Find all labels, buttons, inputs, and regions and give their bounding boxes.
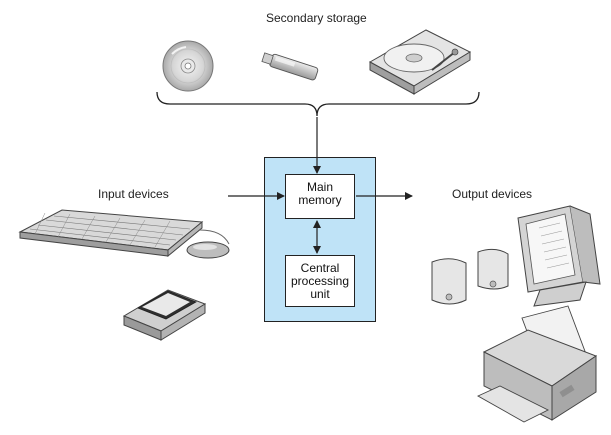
main-memory-box [285,174,355,219]
cpu-line-2: processing [290,274,350,288]
main-memory-line-1: Main [306,180,333,194]
mouse-icon [186,229,230,259]
secondary-storage-brace [156,91,480,117]
secondary-storage-label: Secondary storage [266,11,367,25]
cpu-line-1: Central [300,261,340,275]
printer-icon [477,305,598,423]
keyboard-icon [18,209,204,258]
cpu-box [285,255,355,307]
hard-disk-icon [368,29,472,95]
monitor-icon [517,205,601,307]
usb-drive-icon [261,52,319,81]
main-memory-label: Main memory [285,181,355,207]
cpu-label: Central processing unit [285,262,355,301]
cpu-line-3: unit [310,287,330,301]
cd-disc-icon [162,40,214,92]
output-devices-label: Output devices [452,187,533,201]
input-devices-label: Input devices [98,187,169,201]
main-memory-line-2: memory [298,193,342,207]
scanner-icon [122,289,207,341]
speakers-icon [431,248,509,305]
